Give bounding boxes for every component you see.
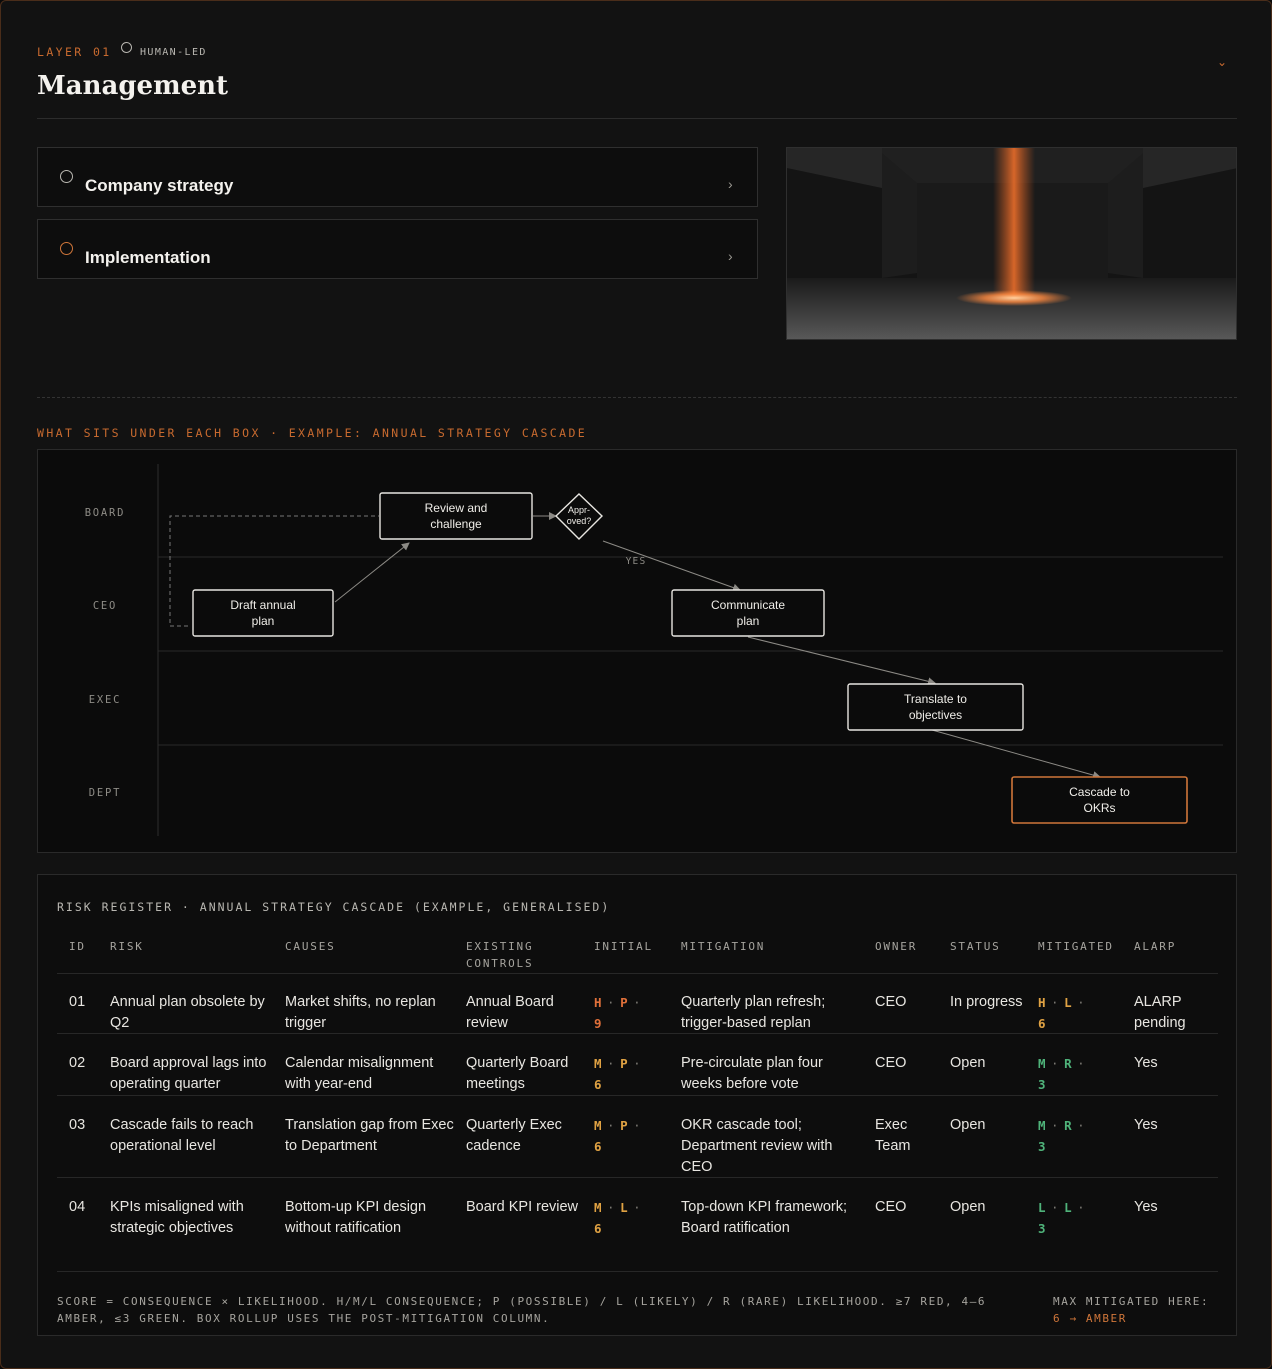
cell-controls: Quarterly Board meetings [466,1055,569,1092]
max-mitigated-summary: MAX MITIGATED HERE: 6 → AMBER [1053,1293,1209,1327]
col-header-mitigated: MITIGATED [1038,940,1114,953]
cell-controls: Quarterly Exec cadence [466,1117,562,1154]
mode-indicator: HUMAN-LED [121,37,207,58]
accordion-company-strategy[interactable]: Company strategy › [37,147,758,207]
cell-owner: CEO [875,994,907,1010]
cell-id: 01 [69,994,86,1010]
cell-mitigation: Quarterly plan refresh; trigger-based re… [681,994,826,1031]
edge-communicate-translate [747,636,936,686]
cell-alarp: ALARP pending [1134,994,1186,1031]
node-approved-decision[interactable]: Appr-oved? [554,493,604,540]
node-review-and-challenge[interactable]: Review and challenge [379,492,533,540]
cell-risk: Board approval lags into operating quart… [110,1055,267,1092]
hero-image [786,147,1237,340]
col-header-existing-controls: EXISTING CONTROLS [466,940,534,970]
cell-mitigated-score: M·R·3 [1038,1056,1086,1092]
cell-initial-score: M·P·6 [594,1118,642,1154]
cell-id: 04 [69,1199,86,1215]
row-rule [57,1033,1218,1034]
page-title: Management [37,71,229,101]
edge-translate-cascade [931,729,1101,779]
cell-initial-score: H·P·9 [594,995,642,1031]
cell-owner: CEO [875,1199,907,1215]
risk-register-caption: RISK REGISTER · ANNUAL STRATEGY CASCADE … [57,900,611,914]
col-header-alarp: ALARP [1134,940,1177,953]
header-rule [57,973,1218,974]
cell-risk: Annual plan obsolete by Q2 [110,994,265,1031]
accordion-label: Company strategy [85,176,234,195]
section-label: WHAT SITS UNDER EACH BOX · EXAMPLE: ANNU… [37,426,588,440]
row-rule [57,1177,1218,1178]
col-header-owner: OWNER [875,940,918,953]
lane-label-ceo: CEO [93,600,117,612]
cell-status: In progress [950,994,1023,1010]
divider [37,118,1237,119]
cell-mitigation: Pre-circulate plan four weeks before vot… [681,1055,823,1092]
cell-causes: Translation gap from Exec to Department [285,1117,454,1154]
edge-label-yes: YES [626,556,647,567]
col-header-status: STATUS [950,940,1001,953]
cell-mitigated-score: L·L·3 [1038,1200,1086,1236]
layer-label: LAYER 01 [37,45,112,59]
col-header-id: ID [69,940,86,953]
cell-mitigated-score: M·R·3 [1038,1118,1086,1154]
circle-icon [60,242,73,255]
circle-icon [121,42,132,53]
lane-label-exec: EXEC [89,694,122,706]
col-header-mitigation: MITIGATION [681,940,766,953]
cell-causes: Market shifts, no replan trigger [285,994,436,1031]
col-header-initial: INITIAL [594,940,653,953]
node-communicate-plan[interactable]: Communicate plan [671,589,825,637]
node-draft-annual-plan[interactable]: Draft annual plan [192,589,334,637]
chevron-right-icon: › [728,176,733,192]
max-mitigated-value: 6 → AMBER [1053,1312,1128,1325]
cell-mitigation: Top-down KPI framework; Board ratificati… [681,1199,848,1236]
edge-approved-communicate [602,540,741,592]
cell-controls: Annual Board review [466,994,554,1031]
swimlane-diagram: BOARD CEO EXEC DEPT YES Review and chall… [37,449,1237,853]
cell-alarp: Yes [1134,1117,1158,1133]
circle-icon [60,170,73,183]
cell-causes: Calendar misalignment with year-end [285,1055,434,1092]
cell-owner: Exec Team [875,1117,911,1154]
accordion-label: Implementation [85,248,211,267]
cell-initial-score: M·L·6 [594,1200,642,1236]
row-rule [57,1095,1218,1096]
lane-label-board: BOARD [85,507,126,519]
edge-draft-review [334,542,410,603]
cell-id: 03 [69,1117,86,1133]
chevron-right-icon: › [728,248,733,264]
cell-risk: Cascade fails to reach operational level [110,1117,254,1154]
score-footnote: SCORE = CONSEQUENCE × LIKELIHOOD. H/M/L … [57,1295,987,1325]
cell-status: Open [950,1055,986,1071]
mode-label: HUMAN-LED [140,47,207,58]
col-header-risk: RISK [110,940,144,953]
cell-mitigated-score: H·L·6 [1038,995,1086,1031]
cell-id: 02 [69,1055,86,1071]
cell-owner: CEO [875,1055,907,1071]
node-translate-to-objectives[interactable]: Translate to objectives [847,683,1024,731]
col-header-causes: CAUSES [285,940,336,953]
dashed-divider [37,397,1237,398]
cell-risk: KPIs misaligned with strategic objective… [110,1199,244,1236]
max-mitigated-label: MAX MITIGATED HERE: [1053,1295,1210,1308]
feedback-dashed-edge [169,515,379,627]
row-rule [57,1271,1218,1272]
cell-mitigation: OKR cascade tool; Department review with… [681,1117,833,1175]
cell-causes: Bottom-up KPI design without ratificatio… [285,1199,427,1236]
cell-status: Open [950,1117,986,1133]
cell-initial-score: M·P·6 [594,1056,642,1092]
chevron-down-icon[interactable]: ⌄ [1216,55,1228,69]
node-cascade-to-okrs[interactable]: Cascade to OKRs [1011,776,1188,824]
cell-controls: Board KPI review [466,1199,579,1215]
lane-label-dept: DEPT [89,787,122,799]
cell-status: Open [950,1199,986,1215]
cell-alarp: Yes [1134,1199,1158,1215]
risk-register: RISK REGISTER · ANNUAL STRATEGY CASCADE … [37,874,1237,1336]
accordion-implementation[interactable]: Implementation › [37,219,758,279]
cell-alarp: Yes [1134,1055,1158,1071]
